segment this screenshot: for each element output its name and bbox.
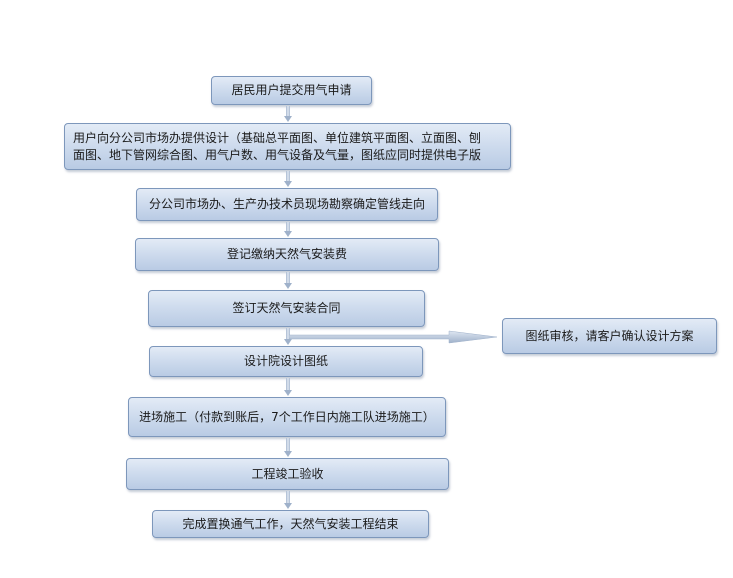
step-pay-installation-fee-label: 登记缴纳天然气安装费 <box>226 247 347 261</box>
step-completion-acceptance: 工程竣工验收 <box>126 458 449 490</box>
step-drawing-review: 图纸审核，请客户确认设计方案 <box>502 318 717 354</box>
arrow-to-drawing-review <box>289 330 498 344</box>
step-design-drawings: 设计院设计图纸 <box>149 346 423 377</box>
step-pay-installation-fee: 登记缴纳天然气安装费 <box>135 238 439 271</box>
step-site-survey: 分公司市场办、生产办技术员现场勘察确定管线走向 <box>136 188 438 221</box>
step-design-drawings-label: 设计院设计图纸 <box>243 354 328 368</box>
arrow-step4-to-step5 <box>284 272 292 289</box>
arrow-step3-to-step4 <box>284 222 292 237</box>
arrow-step6-to-step7 <box>284 378 292 396</box>
step-construction-label: 进场施工（付款到账后，7个工作日内施工队进场施工） <box>139 409 435 424</box>
step-sign-contract: 签订天然气安装合同 <box>148 290 425 327</box>
step-gas-replacement-finish-label: 完成置换通气工作，天然气安装工程结束 <box>182 516 399 531</box>
step-drawing-review-label: 图纸审核，请客户确认设计方案 <box>525 328 694 343</box>
arrow-step5-to-step6 <box>284 328 292 345</box>
step-construction: 进场施工（付款到账后，7个工作日内施工队进场施工） <box>128 397 446 437</box>
step-sign-contract-label: 签订天然气安装合同 <box>232 301 341 315</box>
step-provide-design-line-1: 用户向分公司市场办提供设计（基础总平面图、单位建筑平面图、立面图、刨 <box>73 130 482 145</box>
step-submit-application: 居民用户提交用气申请 <box>211 76 372 105</box>
step-gas-replacement-finish: 完成置换通气工作，天然气安装工程结束 <box>152 510 429 538</box>
step-site-survey-label: 分公司市场办、生产办技术员现场勘察确定管线走向 <box>148 197 425 211</box>
arrow-step1-to-step2 <box>284 106 292 122</box>
step-provide-design-line-2: 面图、地下管网综合图、用气户数、用气设备及气量，图纸应同时提供电子版 <box>73 147 482 162</box>
step-submit-application-label: 居民用户提交用气申请 <box>231 83 352 97</box>
step-provide-design: 用户向分公司市场办提供设计（基础总平面图、单位建筑平面图、立面图、刨 面图、地下… <box>64 123 511 170</box>
arrow-step8-to-step9 <box>284 491 292 509</box>
arrow-step2-to-step3 <box>284 171 292 187</box>
arrow-step7-to-step8 <box>284 438 292 457</box>
step-completion-acceptance-label: 工程竣工验收 <box>251 466 324 481</box>
